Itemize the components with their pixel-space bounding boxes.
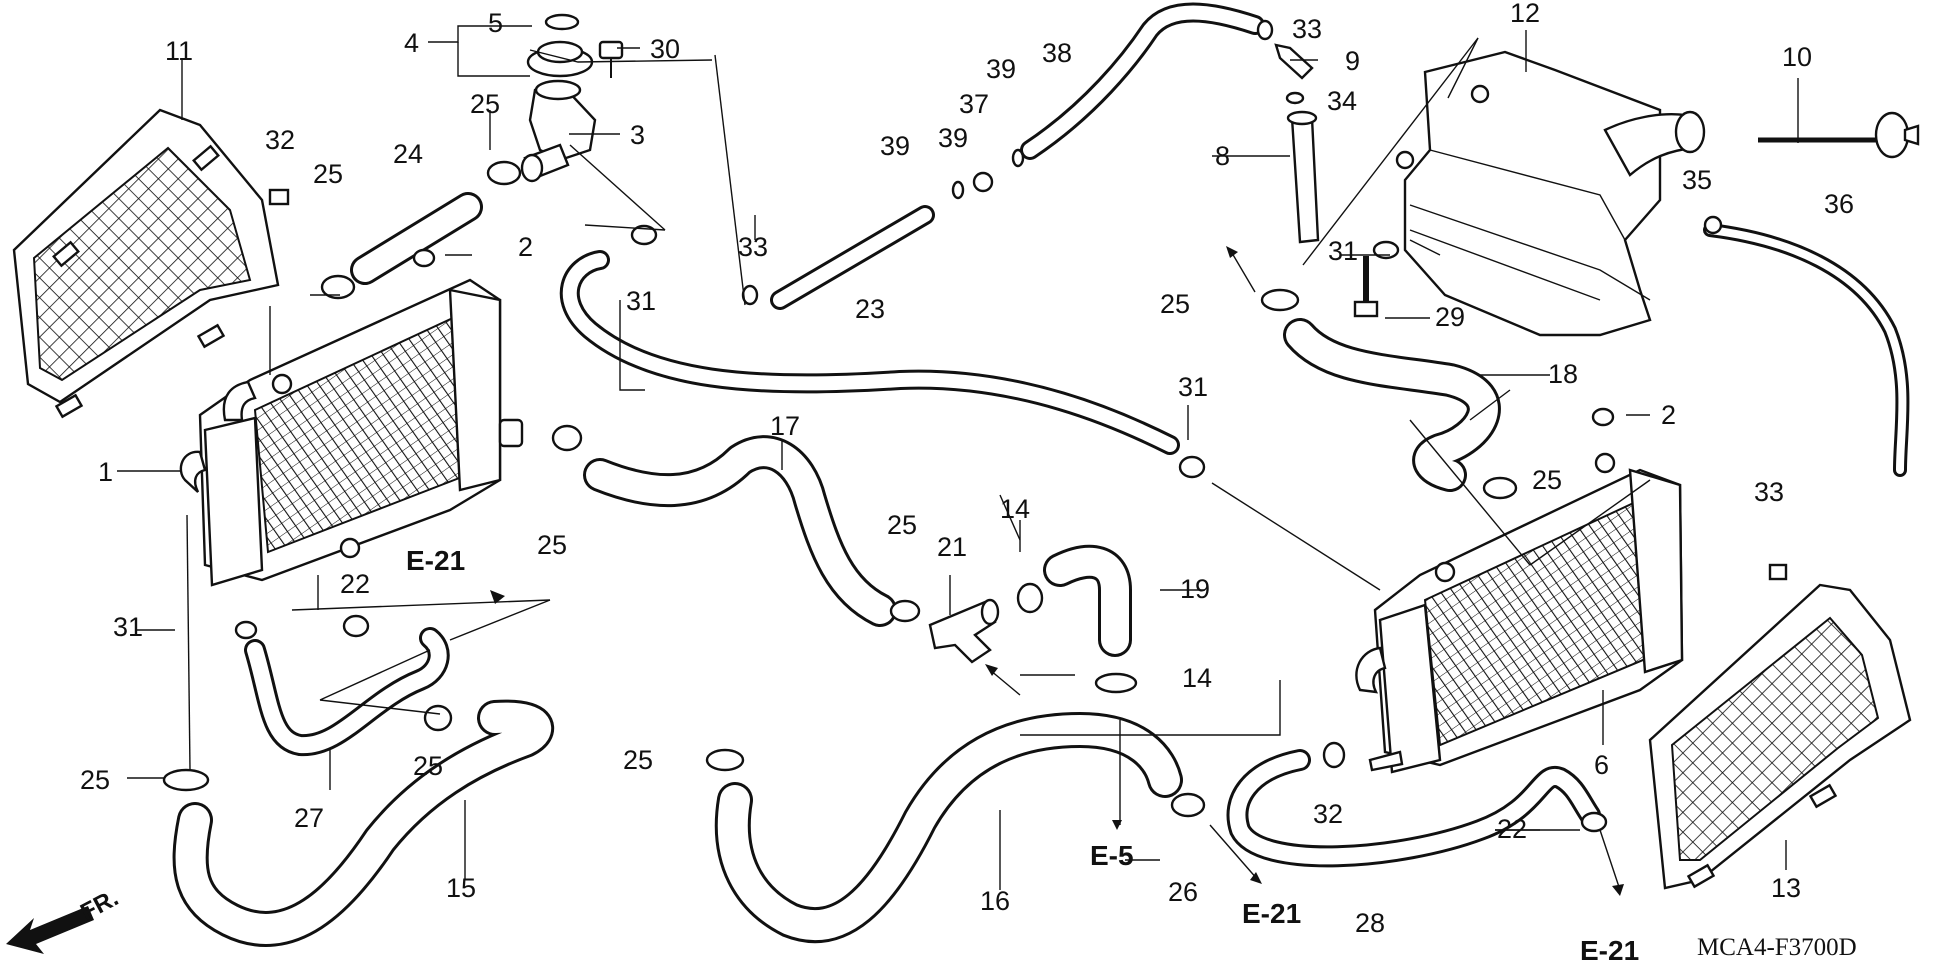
callout-39a: 39 bbox=[986, 54, 1016, 84]
callout-31c: 31 bbox=[113, 612, 143, 642]
callout-14b: 14 bbox=[1182, 663, 1212, 693]
callout-37: 38 bbox=[1042, 38, 1072, 68]
callout-23: 23 bbox=[855, 294, 885, 324]
drawing-code: MCA4-F3700D bbox=[1697, 934, 1857, 961]
callout-35: 36 bbox=[1824, 189, 1854, 219]
hose-27 bbox=[1226, 749, 1601, 868]
radiator-grille-right bbox=[1648, 583, 1912, 890]
callout-22b: 22 bbox=[1497, 814, 1527, 844]
callout-5: 5 bbox=[488, 8, 503, 38]
callout-18: 18 bbox=[1548, 359, 1578, 389]
radiator-grille-left bbox=[12, 108, 280, 419]
callout-32a: 32 bbox=[265, 125, 295, 155]
filler-neck-3 bbox=[520, 79, 597, 183]
callout-8: 8 bbox=[1215, 141, 1230, 171]
callout-25f: 25 bbox=[1532, 465, 1562, 495]
ref-e21-right: E-21 bbox=[1580, 935, 1639, 965]
callout-31b: 31 bbox=[1178, 372, 1208, 402]
callout-22: 22 bbox=[340, 569, 370, 599]
callout-25a: 25 bbox=[313, 159, 343, 189]
callout-1: 1 bbox=[98, 457, 113, 487]
callout-25h: 25 bbox=[413, 751, 443, 781]
hose-26 bbox=[244, 627, 450, 757]
reserve-tank bbox=[1395, 50, 1706, 337]
front-direction-arrow: FR. bbox=[6, 884, 123, 954]
callout-2b: 2 bbox=[1661, 400, 1676, 430]
bolt-32-left bbox=[268, 188, 290, 206]
callout-36: 37 bbox=[959, 89, 989, 119]
callout-25d: 25 bbox=[887, 510, 917, 540]
hose-18 bbox=[1283, 318, 1501, 492]
callout-4: 4 bbox=[404, 28, 419, 58]
callout-10: 10 bbox=[1782, 42, 1812, 72]
hose-16 bbox=[714, 712, 1183, 943]
callout-28: 29 bbox=[1435, 302, 1465, 332]
callout-33a: 33 bbox=[738, 232, 768, 262]
radiator-left bbox=[179, 278, 524, 587]
radiator-cap-4 bbox=[526, 13, 594, 78]
bolt-28 bbox=[1353, 256, 1379, 318]
callout-2: 2 bbox=[518, 232, 533, 262]
hose-37 bbox=[1020, 2, 1265, 160]
callout-25i: 25 bbox=[623, 745, 653, 775]
callout-27: 28 bbox=[1355, 908, 1385, 938]
callout-19: 19 bbox=[1180, 574, 1210, 604]
callout-24: 24 bbox=[393, 139, 423, 169]
callout-31d: 32 bbox=[1313, 799, 1343, 829]
ref-e21-center: E-21 bbox=[1242, 898, 1301, 929]
callout-16: 16 bbox=[980, 886, 1010, 916]
bolt-29 bbox=[598, 40, 624, 78]
callout-labels: 1 2 2 3 4 5 6 8 9 10 11 12 13 14 14 15 1… bbox=[80, 0, 1854, 938]
callout-25e: 25 bbox=[1160, 289, 1190, 319]
callout-17: 17 bbox=[770, 411, 800, 441]
arrows bbox=[490, 246, 1624, 896]
ref-e21-left: E-21 bbox=[406, 545, 465, 576]
hose-15 bbox=[172, 699, 555, 947]
callout-38: 39 bbox=[880, 131, 910, 161]
callout-26: 27 bbox=[294, 803, 324, 833]
callout-31a: 31 bbox=[626, 286, 656, 316]
hose-23 bbox=[559, 250, 1180, 455]
hose-38 bbox=[770, 205, 935, 310]
reserve-cap-10 bbox=[1758, 111, 1920, 159]
callout-9: 9 bbox=[1345, 46, 1360, 76]
callout-25j: 26 bbox=[1168, 877, 1198, 907]
callout-39b: 39 bbox=[938, 123, 968, 153]
callout-29: 30 bbox=[650, 34, 680, 64]
callout-12: 12 bbox=[1510, 0, 1540, 28]
callout-34: 35 bbox=[1682, 165, 1712, 195]
joint-21 bbox=[928, 598, 1000, 664]
callout-32b: 33 bbox=[1754, 477, 1784, 507]
callout-25c: 25 bbox=[537, 530, 567, 560]
hose-24 bbox=[350, 192, 483, 285]
callout-21: 21 bbox=[937, 532, 967, 562]
callout-33c: 34 bbox=[1327, 86, 1357, 116]
hose-35 bbox=[1703, 223, 1910, 477]
callout-33b: 33 bbox=[1292, 14, 1322, 44]
hose-17 bbox=[583, 435, 897, 627]
joint-9 bbox=[1274, 43, 1314, 80]
collar-30 bbox=[1372, 240, 1400, 260]
callout-15: 15 bbox=[446, 873, 476, 903]
hose-19 bbox=[1043, 544, 1132, 657]
callout-13: 13 bbox=[1771, 873, 1801, 903]
bolt-32-right bbox=[1768, 563, 1788, 581]
callout-14: 14 bbox=[1000, 494, 1030, 524]
clamps bbox=[162, 19, 1723, 833]
ref-e5: E-5 bbox=[1090, 840, 1134, 871]
radiator-right bbox=[1355, 452, 1684, 774]
callout-25g: 25 bbox=[80, 765, 110, 795]
callout-30: 31 bbox=[1328, 236, 1358, 266]
callout-6: 6 bbox=[1594, 750, 1609, 780]
reference-labels: E-21 E-21 E-21 E-5 bbox=[406, 545, 1639, 965]
breather-tube-8 bbox=[1286, 110, 1320, 244]
callout-25b: 25 bbox=[470, 89, 500, 119]
callout-11: 11 bbox=[165, 36, 193, 66]
callout-3: 3 bbox=[630, 120, 645, 150]
leader-lines bbox=[117, 25, 1799, 891]
